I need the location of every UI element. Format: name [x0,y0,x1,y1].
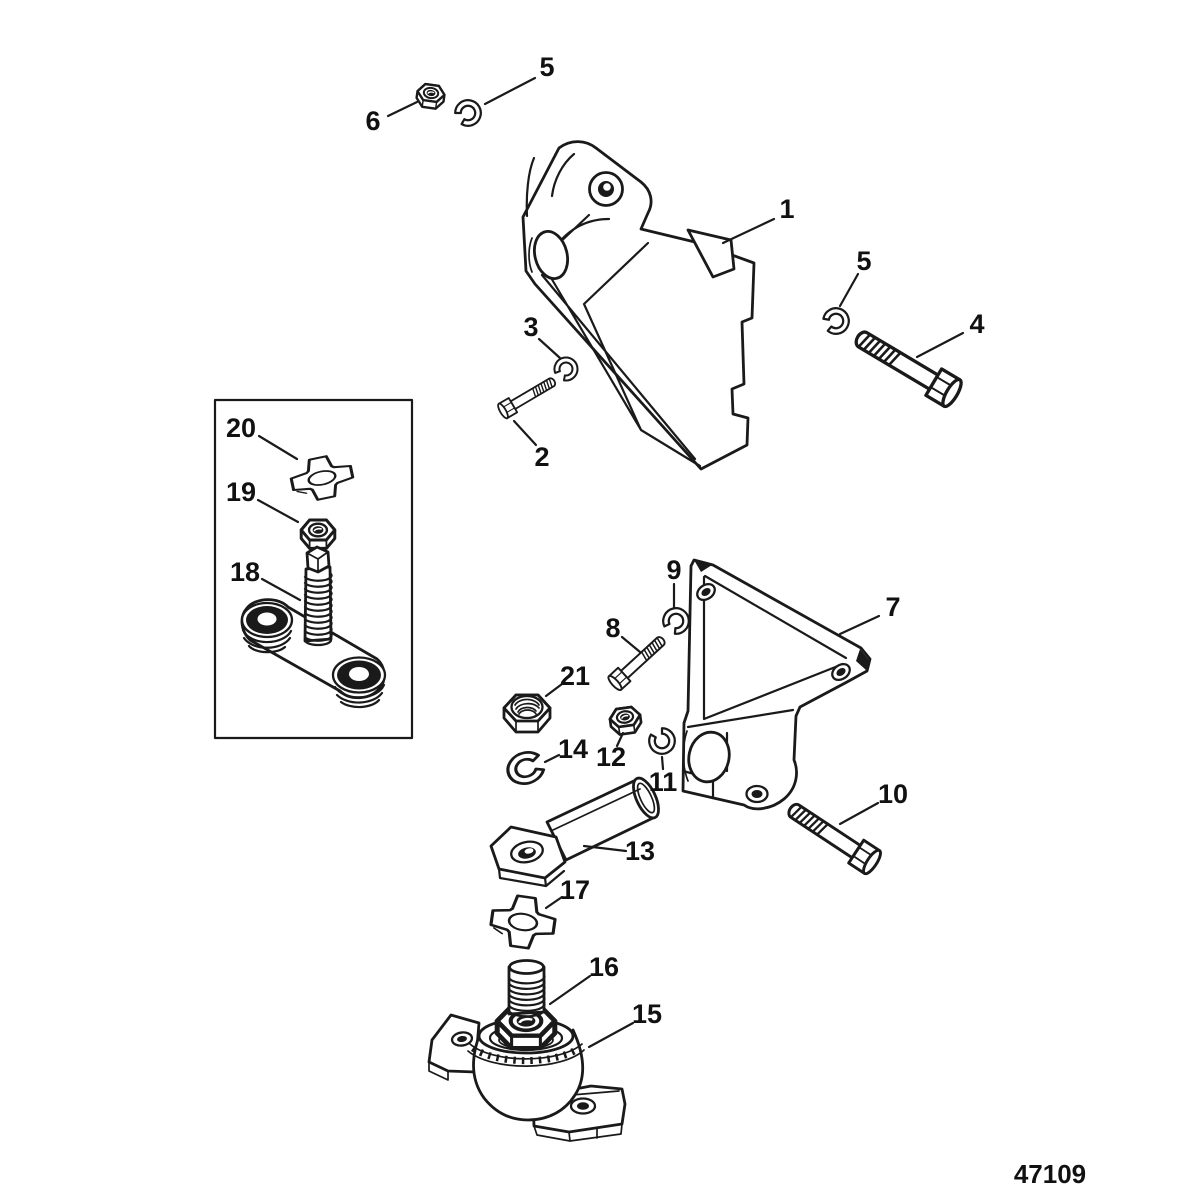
callout-7-label: 7 [885,592,900,622]
callout-5-leader [838,272,860,308]
part-stud-16 [497,959,555,1049]
callout-13-leader [582,844,628,853]
drawing-number: 47109 [1014,1159,1086,1189]
mount-15-dome [472,1028,585,1122]
part-bracket-7 [681,558,872,811]
callout-10-leader [838,801,880,826]
callout-3-label: 3 [523,312,538,342]
bracket-1-slot [533,229,569,281]
callout-11-label: 11 [649,767,678,797]
bracket-1-notch-tab [686,228,736,279]
nut-6 [414,81,447,111]
callout-19-label: 19 [226,477,256,507]
nut-19 [299,518,337,550]
bolt-4 [848,321,967,411]
callout-5-label: 5 [856,246,871,276]
callout-1-label: 1 [779,194,794,224]
callout-1-leader [721,217,776,245]
lock-washer-11 [644,723,681,760]
callout-4-leader [915,331,965,359]
inset-box [213,398,414,740]
callout-11-leader [660,755,665,771]
callout-18-label: 18 [230,557,260,587]
callout-8-leader [620,635,642,654]
part-coupler-13 [489,776,660,888]
bracket-7-bore [687,730,731,784]
callout-2-leader [512,419,538,447]
callout-18-leader [260,577,302,602]
tab-washer-17 [486,891,560,953]
nut-21 [502,693,552,734]
callout-21-label: 21 [560,661,590,691]
part-mount-15 [427,1013,627,1142]
callout-5-label: 5 [539,52,554,82]
part-link-arm-18 [240,545,387,709]
callout-13-label: 13 [625,836,655,866]
callout-2-label: 2 [534,442,549,472]
callout-6-leader [386,100,419,118]
callout-15-leader [587,1021,635,1049]
callout-10-label: 10 [878,779,908,809]
callout-17-label: 17 [560,875,590,905]
callout-19-leader [256,498,300,524]
flange-nut-12 [607,704,644,737]
callout-12-label: 12 [596,742,626,772]
callout-14-leader [543,753,561,764]
callout-21-leader [544,682,564,698]
callout-20-label: 20 [226,413,256,443]
callout-15-label: 15 [632,999,662,1029]
bolt-2 [495,372,560,421]
lock-washer-3 [549,351,584,386]
callout-6-label: 6 [365,106,380,136]
callout-20-leader [257,434,299,461]
callout-5-leader [483,76,537,106]
callout-3-leader [537,337,562,360]
callout-16-leader [548,974,592,1006]
callout-14-label: 14 [558,734,588,764]
tab-washer-20 [286,450,358,506]
callout-8-label: 8 [605,613,620,643]
lock-washer-5-right [820,303,854,338]
lock-washer-5-top [450,94,487,131]
callout-16-label: 16 [589,952,619,982]
callout-12-leader [615,731,625,748]
callout-4-label: 4 [969,309,984,339]
callout-9-label: 9 [666,555,681,585]
inset-box-frame [213,398,414,740]
lock-washer-14 [501,746,548,791]
part-bracket-1 [521,140,756,471]
callout-7-leader [838,614,881,636]
callout-17-leader [544,895,564,910]
